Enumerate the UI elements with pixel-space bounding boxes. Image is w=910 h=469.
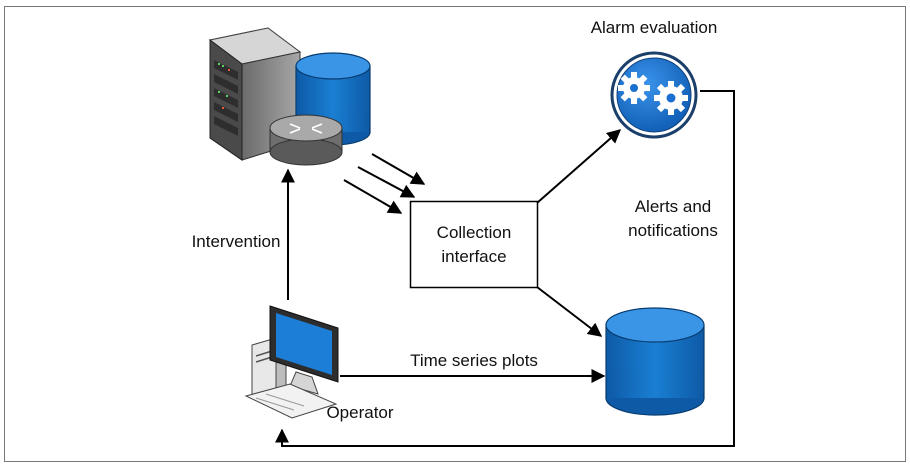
collection-label-line2: interface (441, 247, 506, 266)
collection-label-line1: Collection (437, 223, 512, 242)
server-rack-icon (208, 27, 302, 161)
arrow-to-alarm (536, 129, 622, 204)
gears-icon (610, 51, 698, 139)
alerts-label-line1: Alerts and (635, 197, 712, 216)
arrow-alerts-loop (275, 90, 735, 447)
data-arrow-1 (371, 153, 426, 185)
data-arrow-3 (343, 179, 403, 214)
intervention-label: Intervention (192, 232, 281, 251)
diagram-frame (4, 6, 906, 462)
alarm-evaluation-label: Alarm evaluation (591, 18, 718, 37)
data-arrow-2 (357, 166, 416, 198)
computer-icon (244, 305, 339, 419)
arrow-to-storage (536, 286, 603, 337)
router-icon (269, 114, 343, 166)
alerts-label-line2: notifications (628, 221, 718, 240)
database-icon-bottom (605, 307, 705, 416)
operator-label: Operator (326, 403, 393, 422)
time-series-label: Time series plots (410, 351, 538, 370)
collection-interface-box (409, 200, 539, 289)
connectors (275, 90, 735, 447)
